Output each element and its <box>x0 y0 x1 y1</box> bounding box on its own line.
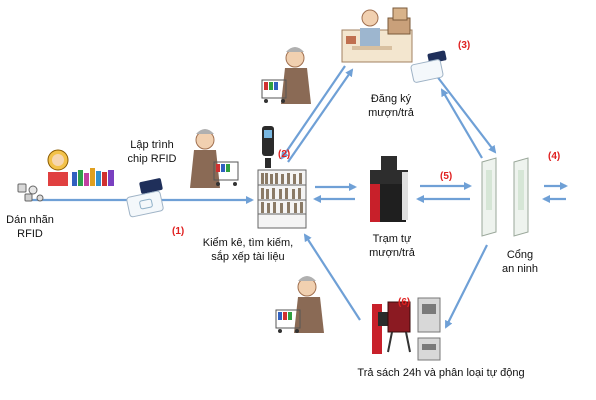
arrow-shelf-to-register <box>287 68 354 163</box>
rfid-tags-icon <box>17 183 44 202</box>
return-machine-icon <box>372 301 411 354</box>
step-6: (6) <box>398 297 411 308</box>
bookshelf-icon <box>257 169 307 229</box>
flow-arrows <box>32 65 568 329</box>
girl-with-books-icon <box>47 149 114 186</box>
arrow-register-to-shelf <box>280 65 346 160</box>
register-card-icon <box>410 50 447 83</box>
security-gate-icon <box>481 157 529 237</box>
label-kiosk: Trạm tự mượn/trả <box>369 233 415 259</box>
label-rfid-tag: Dán nhãn RFID <box>6 214 54 240</box>
arrow-gate-to-return <box>445 244 488 329</box>
label-register: Đăng ký mượn/trả <box>368 93 414 119</box>
label-return24: Trả sách 24h và phân loại tự động <box>357 367 525 379</box>
step-1: (1) <box>172 226 185 237</box>
step-2: (2) <box>278 149 291 160</box>
sorter-icon <box>417 297 441 361</box>
step-5: (5) <box>440 171 453 182</box>
label-inventory: Kiểm kê, tìm kiếm, sắp xếp tài liệu <box>202 237 294 263</box>
handheld-reader-icon <box>262 126 274 168</box>
desk-clerk-icon <box>341 7 413 63</box>
arrow-return-to-shelf <box>303 233 361 321</box>
kiosk-icon <box>370 156 408 222</box>
librarian-top-icon <box>261 47 311 104</box>
librarian-icon <box>190 129 239 188</box>
rfid-card-icon <box>126 178 164 218</box>
label-gate: Cổng an ninh <box>501 249 539 275</box>
label-program-chip: Lập trình chip RFID <box>127 139 177 165</box>
arrow-register-to-gate <box>435 74 497 154</box>
arrow-gate-to-register <box>440 88 483 159</box>
step-3: (3) <box>458 40 471 51</box>
librarian-bottom-icon <box>275 276 324 333</box>
step-4: (4) <box>548 151 561 162</box>
